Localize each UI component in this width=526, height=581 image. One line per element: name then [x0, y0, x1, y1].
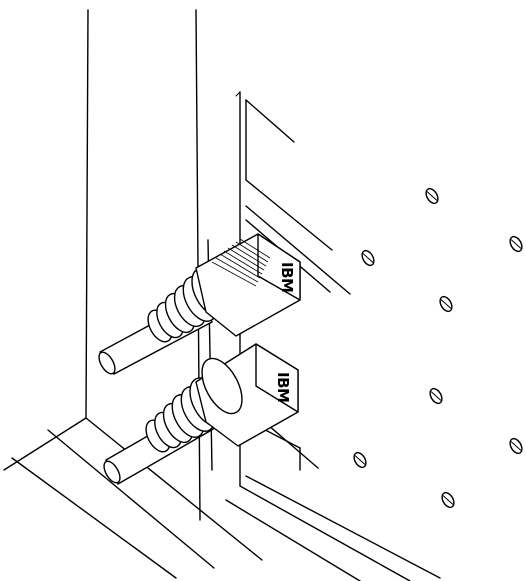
connector-top: IBM	[195, 233, 301, 337]
connector-top-ridges	[211, 238, 271, 287]
ventilation-holes	[353, 187, 523, 509]
connector-bottom: IBM	[195, 343, 299, 447]
connector-bottom-logo: IBM	[274, 372, 292, 402]
computer-side-panel	[3, 9, 263, 579]
expansion-slot-lower	[225, 405, 441, 581]
connector-top-logo: IBM	[278, 262, 296, 292]
